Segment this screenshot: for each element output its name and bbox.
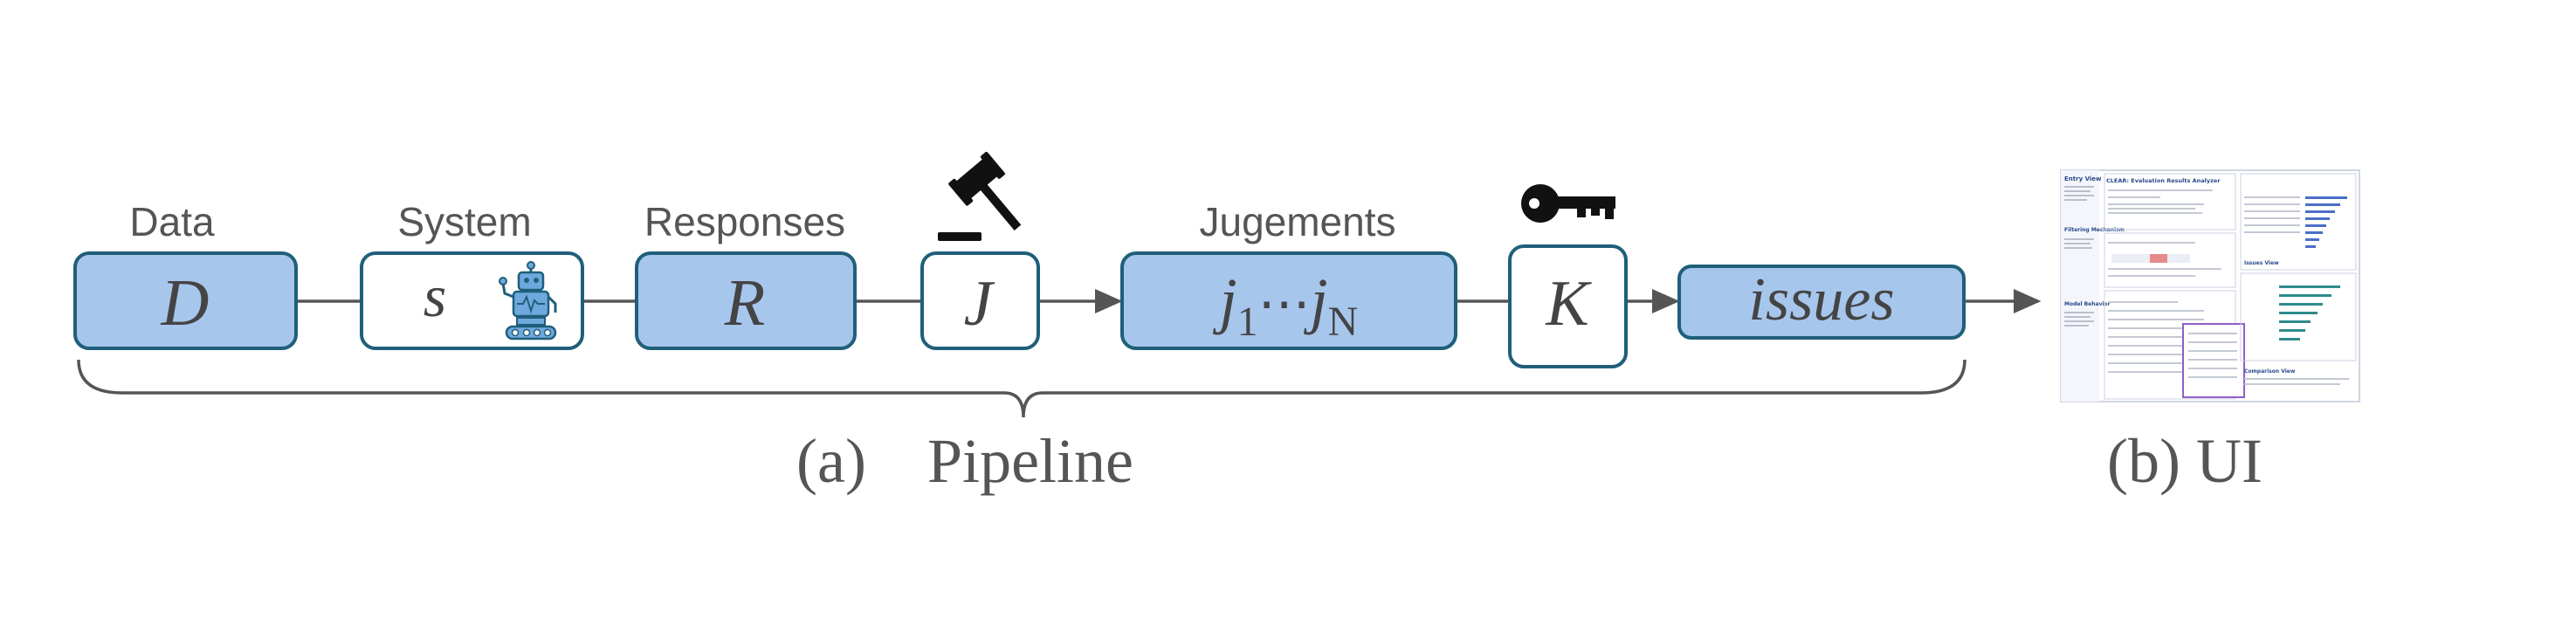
caption-pipeline: Pipeline: [927, 426, 1133, 496]
caption-ui: (b) UI: [2107, 426, 2263, 496]
ui-section-model: Model Behavior: [2064, 301, 2111, 307]
node-d-symbol: D: [161, 266, 210, 340]
node-k-symbol: K: [1545, 268, 1592, 340]
label-data: Data: [129, 199, 215, 244]
node-s-symbol: s: [424, 263, 446, 329]
node-issues: issues: [1677, 265, 1966, 340]
ui-section-filtering: Filtering Mechanism: [2064, 227, 2125, 233]
node-j-symbol: J: [964, 268, 995, 340]
node-system: s: [360, 251, 584, 350]
node-data: D: [73, 251, 298, 350]
node-j-dots: ⋯: [1258, 275, 1311, 333]
node-j-last-sub: N: [1328, 299, 1359, 345]
label-judgements: Jugements: [1199, 199, 1395, 244]
key-icon: [1521, 184, 1615, 223]
gavel-icon: [938, 151, 1022, 241]
node-issues-symbol: issues: [1748, 266, 1894, 334]
label-responses: Responses: [644, 199, 845, 244]
node-judgements: j1⋯jN: [1120, 251, 1457, 350]
node-key: K: [1508, 244, 1628, 368]
ui-title: CLEAR: Evaluation Results Analyzer: [2106, 177, 2221, 184]
pipeline-brace: [77, 359, 1966, 418]
ui-panel-issues: Issues View: [2244, 260, 2279, 266]
ui-screenshot-thumbnail: Entry View Filtering Mechanism Model Beh…: [2060, 169, 2360, 402]
node-judge: J: [920, 251, 1040, 350]
label-system: System: [397, 199, 531, 244]
caption-pipeline-tag: (a): [796, 426, 866, 496]
ui-section-entry: Entry View: [2064, 175, 2102, 182]
node-responses: R: [635, 251, 857, 350]
robot-icon: [499, 261, 557, 340]
node-r-symbol: R: [724, 266, 765, 340]
node-j-first-sub: 1: [1237, 299, 1258, 345]
ui-panel-comparison: Comparison View: [2244, 368, 2296, 375]
